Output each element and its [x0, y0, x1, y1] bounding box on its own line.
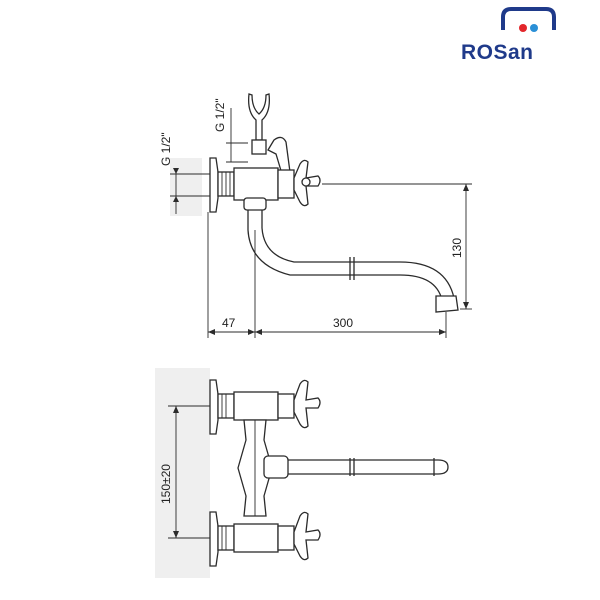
upper-valve	[209, 379, 321, 435]
center-distance-label: 150±20	[159, 464, 173, 504]
logo-red-dot	[519, 24, 527, 32]
lower-valve	[209, 511, 321, 567]
center-distance-dimension: 150±20	[159, 405, 214, 539]
valve-head	[277, 169, 295, 199]
spout-height-label: 130	[450, 238, 464, 258]
wall-section	[170, 158, 202, 216]
wall-flange	[209, 157, 219, 213]
shower-holder	[248, 93, 270, 141]
top-view: 150±20	[155, 368, 449, 578]
spout-outer	[247, 210, 443, 301]
spout-length-label: 300	[333, 316, 353, 330]
spout-base-top	[263, 455, 289, 479]
aerator	[435, 295, 459, 313]
upper-cross-handle	[293, 379, 321, 429]
shower-thread-dimension: G 1/2"	[213, 98, 248, 163]
inlet-thread-dimension: G 1/2"	[159, 132, 212, 214]
wall-section-bottom	[155, 368, 210, 578]
side-view: G 1/2" G 1/2"	[159, 93, 472, 338]
spout-top	[288, 459, 449, 475]
spout-swivel	[243, 197, 267, 211]
spout-height-dimension: 130	[322, 183, 472, 310]
inlet-thread-label: G 1/2"	[159, 132, 173, 166]
handle-cap	[301, 177, 311, 187]
logo-wordmark: ROSan	[461, 41, 534, 64]
lower-cross-handle	[293, 511, 321, 561]
rosan-logo: ROSan	[461, 7, 556, 64]
shower-outlet-nut	[251, 139, 267, 155]
mixer-body	[233, 167, 279, 201]
wall-to-axis-label: 47	[222, 316, 236, 330]
spout-inner	[261, 210, 455, 299]
horizontal-dimensions: 47 300	[207, 212, 447, 338]
shower-thread-label: G 1/2"	[213, 98, 227, 132]
logo-blue-dot	[530, 24, 538, 32]
